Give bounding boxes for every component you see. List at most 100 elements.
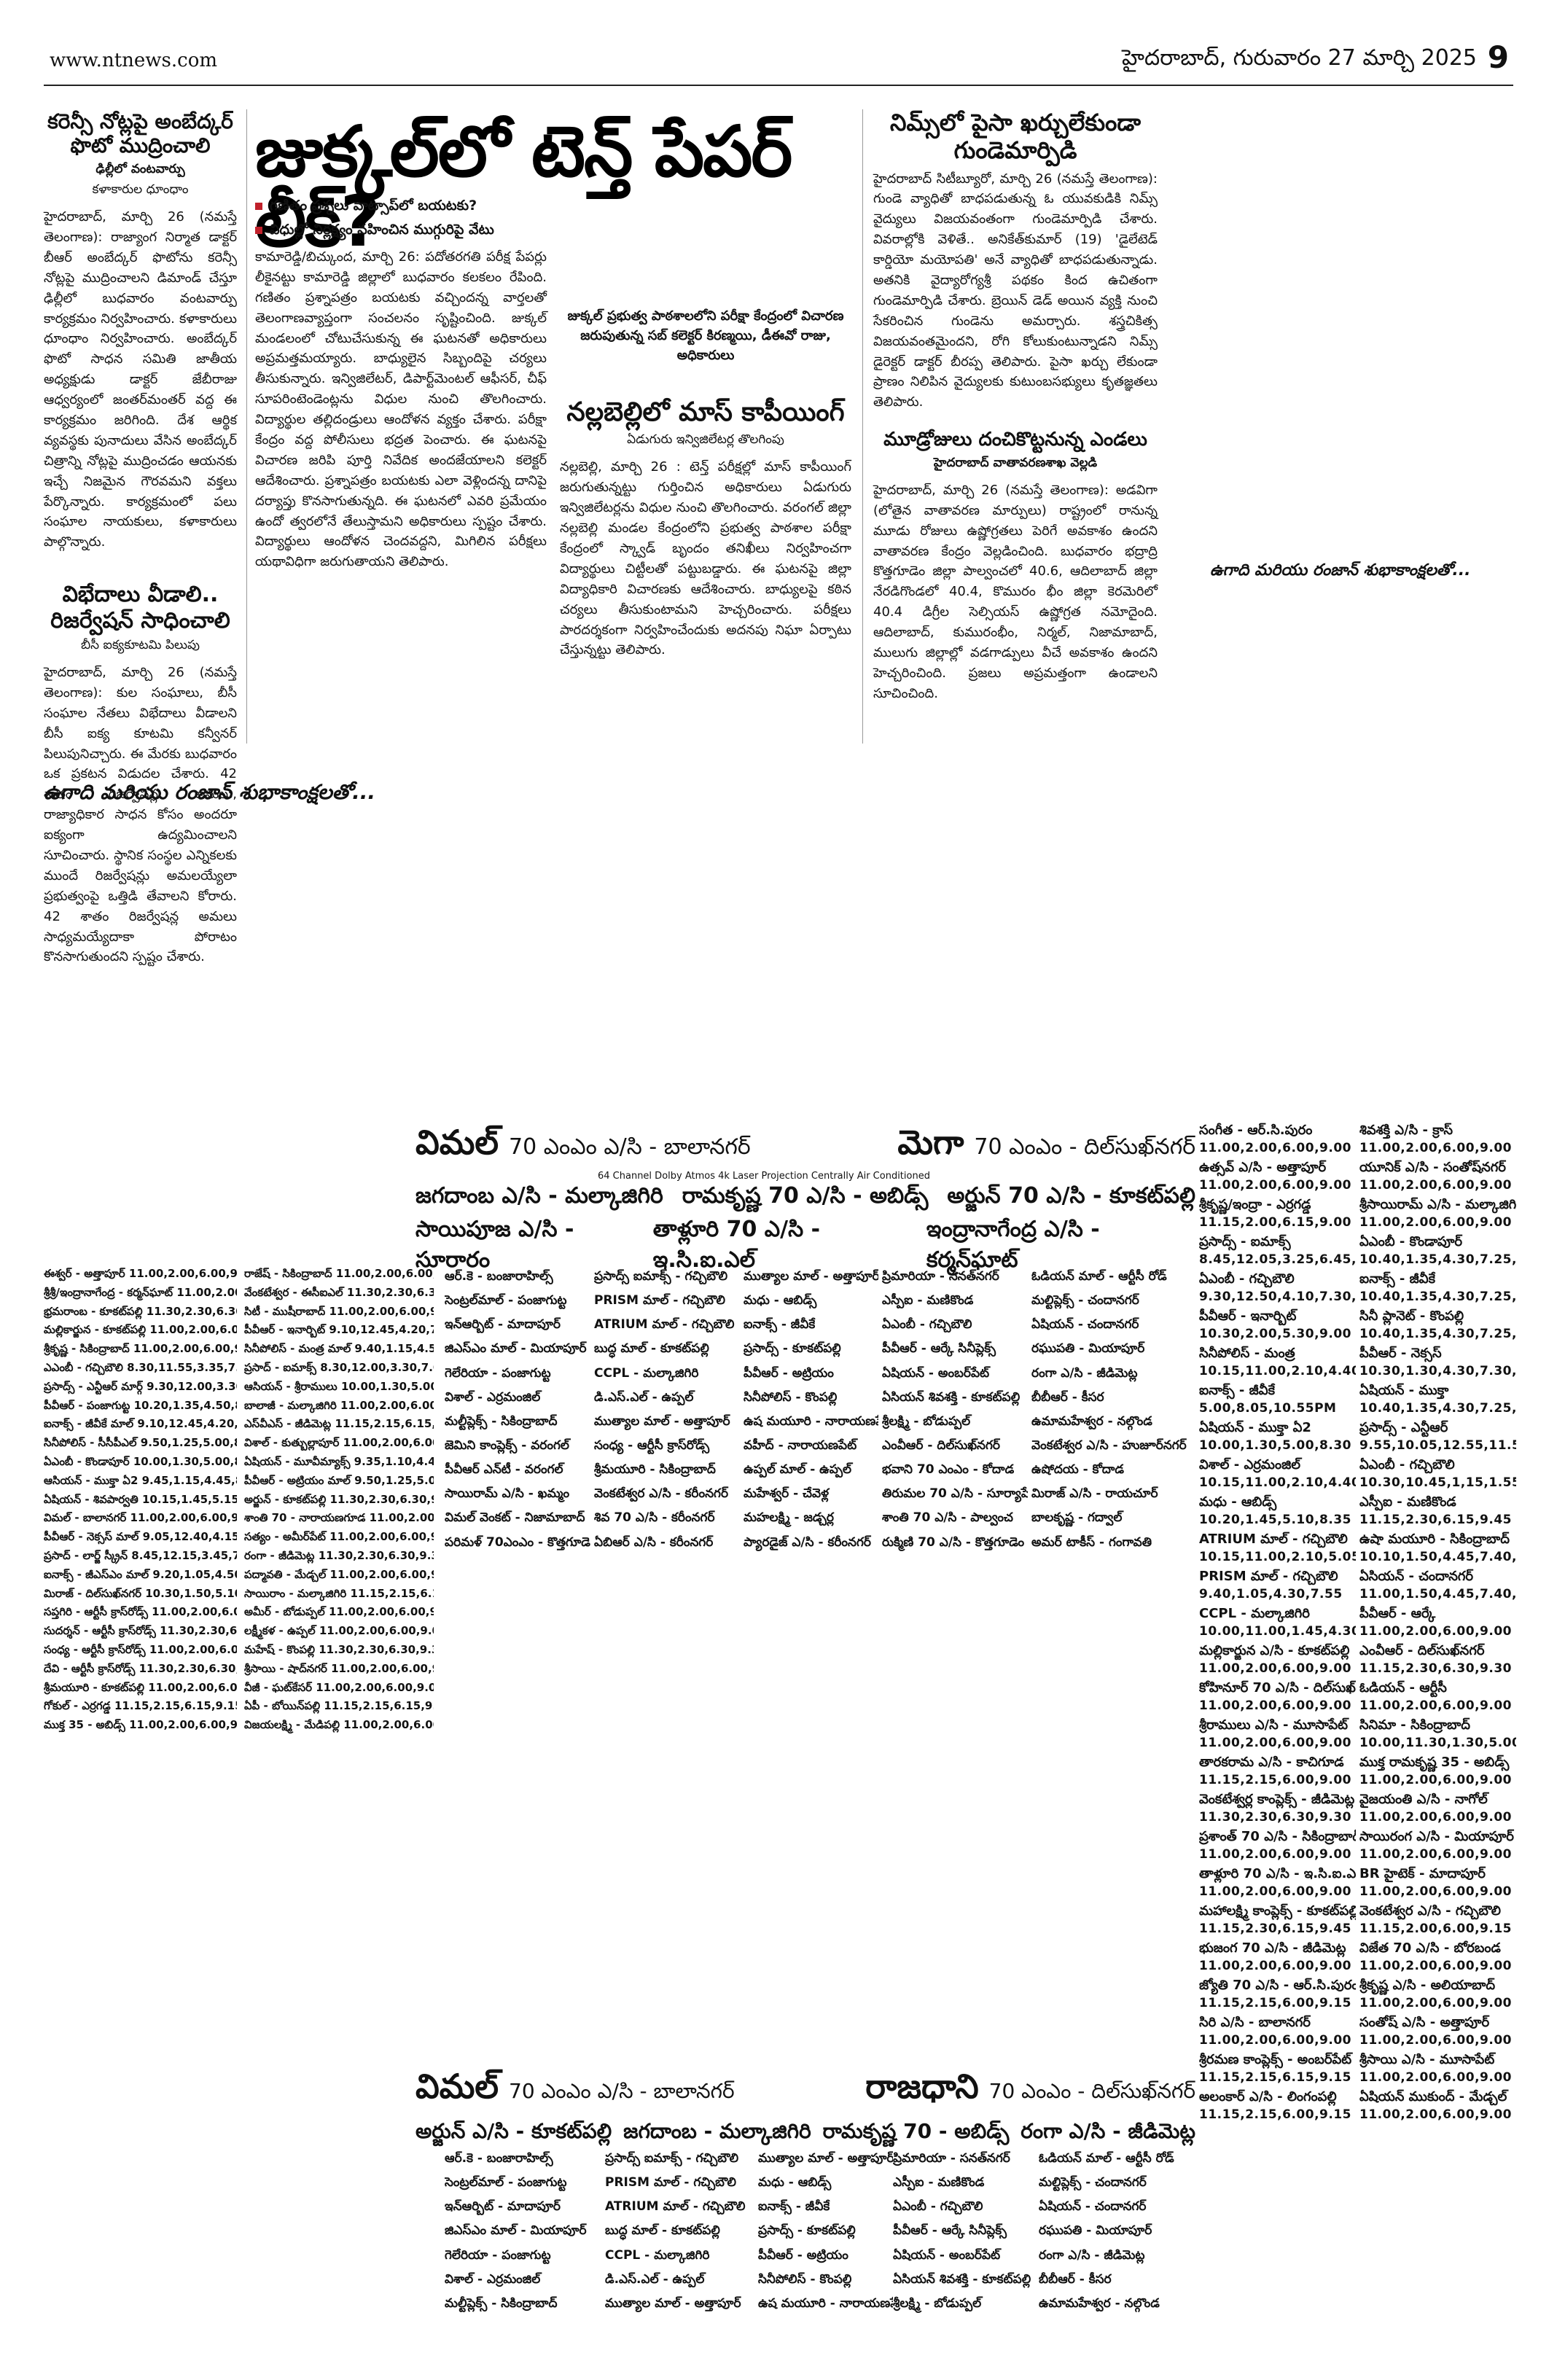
ad-top-theatre: సాయిపూజ ఎ/సి - సూరారం bbox=[415, 1217, 574, 1273]
hall-row: సాయిరామ్ ఎ/సి - ఖమ్మం bbox=[445, 1486, 570, 1502]
showtime-entry: ఏఎంబీ - గచ్చిబౌలి10.30,10.45,1,15,1.55,4… bbox=[1359, 1457, 1516, 1490]
hall-row: PRISM మాల్ - గచ్చిబౌలి bbox=[594, 1293, 725, 1308]
show-times: 11.00,2.00,6.00,9.00 bbox=[1359, 2033, 1512, 2048]
hall-row: ఇన్‌ఆర్బిట్ - మాదాపూర్ bbox=[445, 1317, 561, 1333]
show-times: 11.15,2.00,6.15,9.00 bbox=[1199, 1215, 1351, 1230]
show-times: 11.00,2.00,6.00,9.00 bbox=[1199, 1661, 1351, 1676]
showtime-row: అమీర్ - బోడుప్పల్ 11.00,2.00,6.00,9.00 bbox=[244, 1605, 434, 1619]
showtime-row: ప్రసాద్స్ - ఎన్టీఆర్ మార్గ్ 9.30,12.00,3… bbox=[44, 1379, 237, 1393]
photo-caption-text: జుక్కల్ ప్రభుత్వ పాఠశాలలోని పరీక్షా కేంద… bbox=[567, 308, 844, 363]
show-times: 8.45,12.05,3.25,6.45,10.05 bbox=[1199, 1252, 1356, 1267]
showtime-row: సినీపోలిస్ - సీసీపీఎల్ 9.50,1.25,5.00,8.… bbox=[44, 1436, 237, 1450]
showtime-entry: శ్రీరాములు ఎ/సి - మూసాపేట్11.00,2.00,6.0… bbox=[1199, 1717, 1356, 1750]
hall-row: బీబీఆర్ - కీసర bbox=[1039, 2271, 1112, 2287]
hall-row: ఉమామహేశ్వర - నల్గొండ bbox=[1039, 2295, 1160, 2311]
ad-bottom-theatre: రంగా ఎ/సి - జీడిమెట్ల bbox=[1021, 2119, 1195, 2143]
hall-row: గెలేరియా - పంజాగుట్ట bbox=[445, 2247, 551, 2263]
showtime-row: పీవీఆర్ - ఇనార్బిట్ 9.10,12.45,4.20,7.55… bbox=[244, 1323, 434, 1337]
ad-bottom-theatre: అర్జున్ ఎ/సి - కూకట్‌పల్లి bbox=[415, 2119, 612, 2143]
showtime-row: సాయిరాం - మల్కాజిగిరి 11.15,2.15,6.15,9.… bbox=[244, 1586, 434, 1600]
showtime-row: మహేష్ - కొంపల్లి 11.30,2.30,6.30,9.30 bbox=[244, 1642, 434, 1656]
hall-row: ఐనాక్స్ - జీవీకే bbox=[758, 2199, 830, 2215]
show-times: 11.00,2.00,6.00,9.00 bbox=[1359, 1884, 1512, 1899]
cinema-ad-bottom: విమల్ 70 ఎంఎం ఎ/సి - బాలానగర్ రాజధాని 70… bbox=[415, 2067, 1195, 2148]
column-divider bbox=[246, 109, 247, 744]
show-times: 10.30,1.30,4.30,7.30,10.30 bbox=[1359, 1364, 1516, 1378]
showtime-row: పీవీఆర్ - పంజాగుట్ట 10.20,1.35,4.50,8.05… bbox=[44, 1398, 237, 1412]
hall-list-bottom-5: ఓడియన్ మాల్ - ఆర్టీసీ రోడ్ మల్టిప్లెక్స్… bbox=[1039, 2147, 1188, 2316]
showtime-row: ఐనాక్స్ - జీఎస్‌ఎం మాల్ 9.20,1.05,4.50,8… bbox=[44, 1567, 237, 1581]
show-times: 11.00,2.00,6.00,9.00 bbox=[1359, 2107, 1512, 2122]
show-times: 11.00,2.00,6.00,9.00 bbox=[1199, 1141, 1351, 1155]
hall-row: పరిమళ్ 70ఎంఎం - కొత్తగూడెం bbox=[445, 1534, 590, 1550]
showtime-row: ఐనాక్స్ - జీవీకే మాల్ 9.10,12.45,4.20,7.… bbox=[44, 1417, 237, 1431]
show-times: 10.00,11.00,1.45,4.30,7.15 bbox=[1199, 1624, 1356, 1639]
showtime-row: ఏషియన్ - మూవీమ్యాక్స్ 9.35,1.10,4.45,8.2… bbox=[244, 1454, 434, 1468]
hall-row: రంగా ఎ/సి - జీడిమెట్ల bbox=[1039, 2247, 1145, 2263]
hall-row: మల్టిప్లెక్స్ - చందానగర్ bbox=[1039, 2175, 1147, 2190]
hall-row: PRISM మాల్ - గచ్చిబౌలి bbox=[605, 2175, 736, 2190]
show-times: 11.00,2.00,6.00,9.00 bbox=[1199, 2033, 1351, 2048]
hall-row: విశాల్ - ఎర్రమంజిల్ bbox=[445, 1389, 541, 1405]
mass-copying-headline: నల్లబెల్లిలో మాస్ కాపీయింగ్ bbox=[566, 397, 845, 427]
heat-body: హైదరాబాద్, మార్చి 26 (నమస్తే తెలంగాణ): అ… bbox=[873, 482, 1158, 701]
showtime-row: ఆసియన్ - శ్రీరాములు 10.00,1.30,5.00,8.30 bbox=[244, 1379, 434, 1393]
hall-row: సంధ్య - ఆర్టీసీ క్రాస్‌రోడ్స్ bbox=[594, 1437, 710, 1453]
hall-row: జిఎస్‌ఎం మాల్ - మియాపూర్ bbox=[445, 2223, 587, 2239]
hall-row: ప్రిమారియా - సనత్‌నగర్ bbox=[882, 1269, 999, 1284]
showtime-row: భ్రమరాంబ - కూకట్‌పల్లి 11.30,2.30,6.30,9… bbox=[44, 1304, 237, 1318]
cinema-ad-top: విమల్ 70 ఎంఎం ఎ/సి - బాలానగర్ మెగా 70 ఎం… bbox=[415, 1123, 1195, 1278]
story-reservation-headline: విభేదాలు వీడాలి.. రిజర్వేషన్ సాధించాలి bbox=[50, 582, 230, 633]
hall-row: CCPL - మల్కాజిగిరి bbox=[605, 2247, 710, 2263]
theatre-name: ఏసియన్ - చందానగర్ bbox=[1359, 1569, 1473, 1584]
show-times: 9.40,1.05,4.30,7.55 bbox=[1199, 1587, 1343, 1601]
ad-top-theatre: తాళ్లూరి 70 ఎ/సి - ఇ.సి.ఐ.ఎల్ bbox=[652, 1217, 821, 1273]
show-times: 10.40,1.35,4.30,7.25,10.20 bbox=[1359, 1401, 1516, 1416]
left-column: కరెన్సీ నోట్లపై అంబేద్కర్ ఫొటో ముద్రించా… bbox=[44, 109, 237, 967]
show-times: 10.40,1.35,4.30,7.25,10.20 bbox=[1359, 1252, 1516, 1267]
showtime-entry: PRISM మాల్ - గచ్చిబౌలి9.40,1.05,4.30,7.5… bbox=[1199, 1569, 1356, 1601]
showtime-row: సప్తగిరి - ఆర్టీసీ క్రాస్‌రోడ్స్ 11.00,2… bbox=[44, 1605, 237, 1619]
theatre-name: సంతోష్ ఎ/సి - అత్తాపూర్ bbox=[1359, 2015, 1490, 2030]
theatre-name: వెంకటేశ్వర ఎ/సి - గచ్చిబౌలి bbox=[1359, 1903, 1501, 1919]
festival-wish-left: ఉగాది మరియు రంజాన్ శుభాకాంక్షలతో... bbox=[44, 780, 375, 804]
hall-row: తిరుమల 70 ఎ/సి - సూర్యాపేట bbox=[882, 1486, 1028, 1502]
show-times: 11.00,2.00,6.00,9.00 bbox=[1199, 1959, 1351, 1973]
vimal-tagline: 64 Channel Dolby Atmos 4k Laser Projecti… bbox=[598, 1171, 930, 1182]
theatre-name: భుజంగ 70 ఎ/సి - జీడిమెట్ల bbox=[1199, 1940, 1346, 1956]
show-times: 11.00,2.00,6.00,9.00 bbox=[1359, 1996, 1512, 2010]
vimal-sub-bottom: 70 ఎంఎం ఎ/సి - బాలానగర్ bbox=[509, 2079, 735, 2103]
ad-top-theatre: రామకృష్ణ 70 ఎ/సి - అబిడ్స్ bbox=[682, 1183, 929, 1209]
showtime-row: ఈశ్వర్ - అత్తాపూర్ 11.00,2.00,6.00,9.00 bbox=[44, 1267, 237, 1280]
theatre-name: అలంకార్ ఎ/సి - లింగంపల్లి bbox=[1199, 2089, 1337, 2104]
showtime-entry: BR హైటెక్ - మాదాపూర్11.00,2.00,6.00,9.00 bbox=[1359, 1866, 1516, 1899]
hall-row: మల్టీప్లెక్స్ - సికింద్రాబాద్ bbox=[445, 2295, 558, 2311]
showtime-row: ముక్త 35 - అబిడ్స్ 11.00,2.00,6.00,9.00 bbox=[44, 1718, 237, 1732]
showtime-entry: మల్లికార్జున ఎ/సి - కూకట్‌పల్లి11.00,2.0… bbox=[1199, 1643, 1356, 1676]
show-times: 9.55,10.05,12.55,11.5,3.55 bbox=[1359, 1438, 1516, 1453]
hall-list-bottom-3: ముత్యాల మాల్ - అత్తాపూర్ మధు - ఆబిడ్స్ ఐ… bbox=[758, 2147, 893, 2316]
theatre-name: శ్రీసాయిరామ్ ఎ/సి - మల్కాజిగిరి bbox=[1359, 1197, 1516, 1212]
showtime-entry: ఎంవీఆర్ - దిల్‌సుఖ్‌నగర్11.15,2.30,6.30,… bbox=[1359, 1643, 1516, 1676]
showtime-entry: జ్యోతి 70 ఎ/సి - ఆర్.సి.పురం11.15,2.15,6… bbox=[1199, 1978, 1356, 2010]
theatre-name: పీవీఆర్ - నెక్సస్ bbox=[1359, 1346, 1442, 1361]
hall-row: జెమిని కాంప్లెక్స్ - వరంగల్ bbox=[445, 1437, 569, 1453]
show-times: 11.00,2.00,6.00,9.00 bbox=[1359, 1847, 1512, 1862]
theatre-name: విశాల్ - ఎర్రమంజిల్ bbox=[1199, 1457, 1301, 1472]
hall-row: ఏసియన్ శివశక్తి - కూకట్‌పల్లి bbox=[882, 1389, 1021, 1405]
hall-row: ఐనాక్స్ - జీవీకే bbox=[744, 1317, 816, 1333]
theatre-name: ఎంవీఆర్ - దిల్‌సుఖ్‌నగర్ bbox=[1359, 1643, 1485, 1658]
column-divider bbox=[862, 109, 863, 744]
show-times: 11.00,2.00,6.00,9.00 bbox=[1359, 1215, 1512, 1230]
hall-row: ఓడియన్ మాల్ - ఆర్టీసీ రోడ్ bbox=[1031, 1269, 1167, 1284]
showtime-entry: ఉషా మయూరి - సికింద్రాబాద్10.10,1.50,4.45… bbox=[1359, 1532, 1516, 1564]
showtime-row: విమల్ - బాలానగర్ 11.00,2.00,6.00,9.00 bbox=[44, 1511, 237, 1525]
hall-row: ఉష మయూరి - నారాయణపేట్ bbox=[758, 2295, 893, 2311]
showtime-entry: CCPL - మల్కాజిగిరి10.00,11.00,1.45,4.30,… bbox=[1199, 1606, 1356, 1639]
hall-list-d: ప్రిమారియా - సనత్‌నగర్ ఎస్పీఐ - మణికొండ … bbox=[882, 1265, 1028, 1555]
hall-list-mid: ప్రసాద్స్ ఐమాక్స్ - గచ్చిబౌలి PRISM మాల్… bbox=[594, 1265, 740, 1555]
show-times: 11.00,2.00,6.00,9.00 bbox=[1359, 1773, 1512, 1787]
